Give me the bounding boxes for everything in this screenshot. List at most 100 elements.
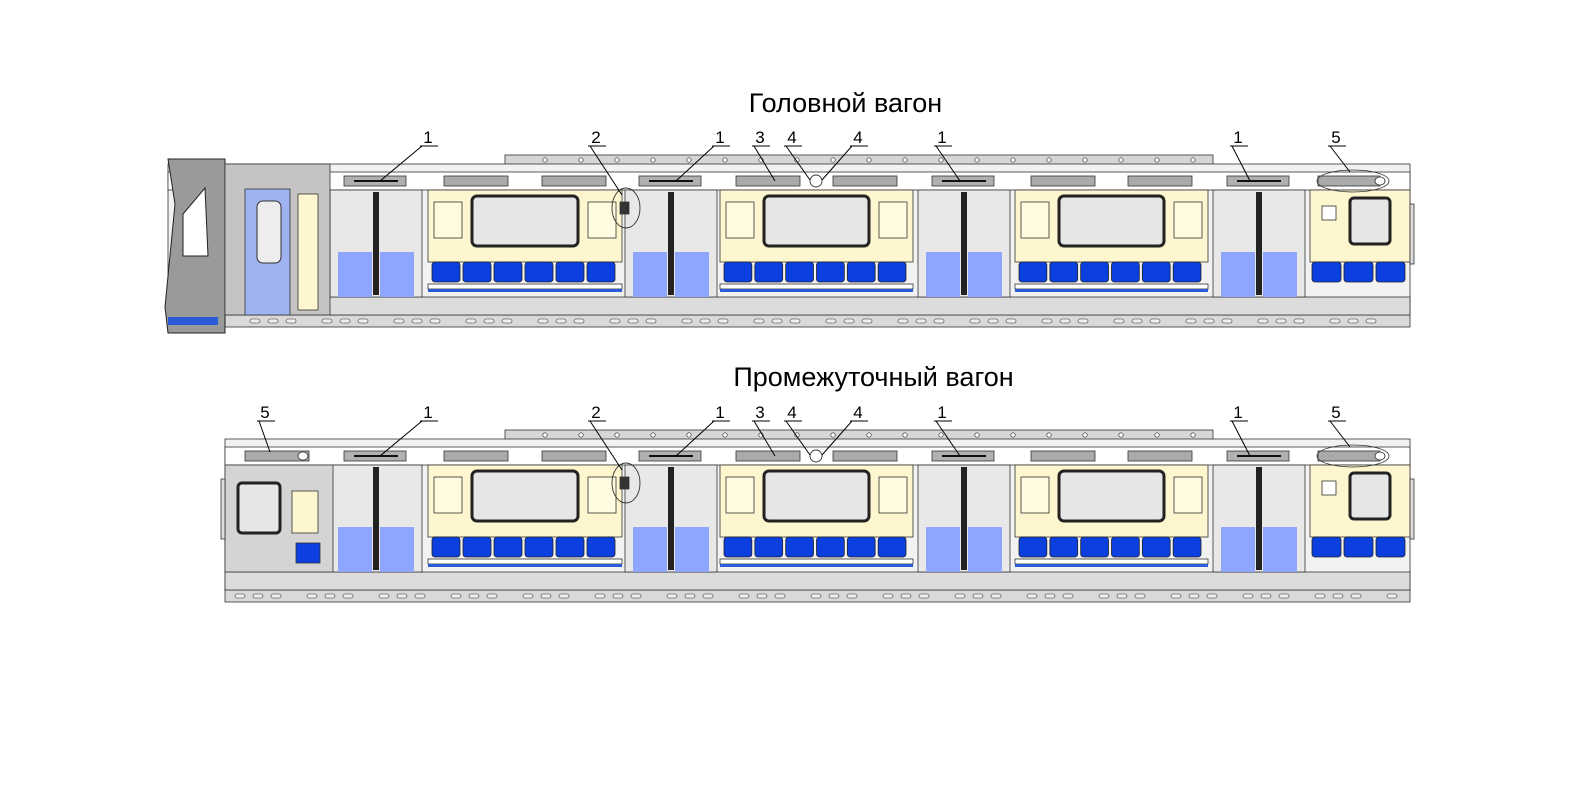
door-leaf-right: [675, 252, 709, 297]
door-leaf-left: [926, 527, 960, 572]
underframe-slot: [828, 593, 840, 599]
underframe-slot: [1314, 593, 1326, 599]
intercom-outline: [611, 462, 641, 504]
underframe-slot: [1077, 318, 1089, 324]
seat: [462, 261, 492, 283]
underframe-slot: [861, 318, 873, 324]
left-knob: [297, 451, 309, 461]
underframe-slot: [972, 593, 984, 599]
seat-base: [719, 558, 914, 565]
seat: [555, 536, 585, 558]
roof-rivet: [974, 157, 980, 163]
underframe-slot: [1041, 318, 1053, 324]
callout-c1: 1: [937, 403, 946, 422]
bay-side-panel: [587, 201, 617, 239]
speaker-circle: [809, 449, 823, 463]
underframe-slot: [645, 318, 657, 324]
front-gangway: [220, 478, 226, 540]
underframe-slot: [1329, 318, 1341, 324]
callout-leader: [675, 420, 715, 457]
end-knob: [1374, 451, 1386, 461]
callout-leader: [935, 420, 961, 457]
ad-panel: [541, 450, 607, 462]
bay-side-panel: [1020, 476, 1050, 514]
roof-rivet: [1010, 157, 1016, 163]
underframe-slot: [933, 318, 945, 324]
underframe-slot: [987, 318, 999, 324]
speaker-circle: [809, 174, 823, 188]
middle-car-title: Промежуточный вагон: [733, 362, 1014, 392]
seat: [1141, 536, 1171, 558]
underframe-slot: [267, 318, 279, 324]
cab-door-window: [256, 200, 282, 264]
underframe-slot: [558, 593, 570, 599]
ad-panel: [541, 175, 607, 187]
roof-rivet: [1118, 157, 1124, 163]
roof-rivet: [938, 157, 944, 163]
underframe-slot: [393, 318, 405, 324]
underframe-slot: [450, 593, 462, 599]
underframe-slot: [573, 318, 585, 324]
underframe-slot: [1365, 318, 1377, 324]
seat: [1111, 536, 1140, 558]
roof-rivet: [1046, 432, 1052, 438]
underframe-slot: [756, 593, 768, 599]
door-leaf-right: [380, 252, 414, 297]
seat: [1141, 261, 1171, 283]
roof-rivet: [650, 432, 656, 438]
underframe-slot: [411, 318, 423, 324]
intercom-outline: [611, 187, 641, 229]
seat: [816, 261, 845, 283]
end-sign: [1321, 205, 1337, 221]
seat: [524, 536, 554, 558]
underframe-slot: [1293, 318, 1305, 324]
roof-rivet: [902, 432, 908, 438]
underframe-slot: [414, 593, 426, 599]
bay-side-panel: [725, 201, 755, 239]
door-indicator-line: [942, 180, 986, 182]
underframe-slot: [810, 593, 822, 599]
seat: [785, 536, 814, 558]
roof-rivet: [686, 432, 692, 438]
underframe-slot: [1149, 318, 1161, 324]
seat: [524, 261, 554, 283]
end-panel-outline: [1316, 444, 1390, 468]
underframe-slot: [627, 318, 639, 324]
callout-c5: 5: [1331, 128, 1340, 147]
roof-rivet: [542, 432, 548, 438]
underframe-slot: [774, 593, 786, 599]
callout-leader: [821, 420, 853, 456]
underframe-slot: [1350, 593, 1362, 599]
roof-rivet: [614, 432, 620, 438]
seat: [816, 536, 845, 558]
seat: [1343, 536, 1374, 558]
underframe-slot: [1062, 593, 1074, 599]
underframe-slot: [306, 593, 318, 599]
door-gap: [1256, 192, 1262, 295]
callout-c4: 4: [853, 403, 862, 422]
intercom-unit: [619, 476, 630, 490]
bay-side-panel: [878, 476, 908, 514]
seat: [1375, 536, 1406, 558]
underframe-slot: [465, 318, 477, 324]
door-leaf-right: [1263, 527, 1297, 572]
door-indicator-line: [1237, 180, 1281, 182]
underframe-slot: [990, 593, 1002, 599]
floor-strip: [167, 296, 1411, 316]
door-gap: [373, 192, 379, 295]
underframe-slot: [666, 593, 678, 599]
roof-rivet: [722, 157, 728, 163]
seat-stripe: [428, 289, 622, 292]
callout-c3: 3: [755, 403, 764, 422]
seat: [295, 542, 321, 564]
callout-leader: [821, 145, 853, 181]
door-leaf-left: [1221, 252, 1255, 297]
underframe-slot: [918, 593, 930, 599]
underframe-slot: [1347, 318, 1359, 324]
underframe-slot: [285, 318, 297, 324]
seat: [493, 536, 523, 558]
end-sign: [1321, 480, 1337, 496]
bay-side-panel: [433, 201, 463, 239]
underframe-slot: [1221, 318, 1233, 324]
seat: [1080, 261, 1109, 283]
